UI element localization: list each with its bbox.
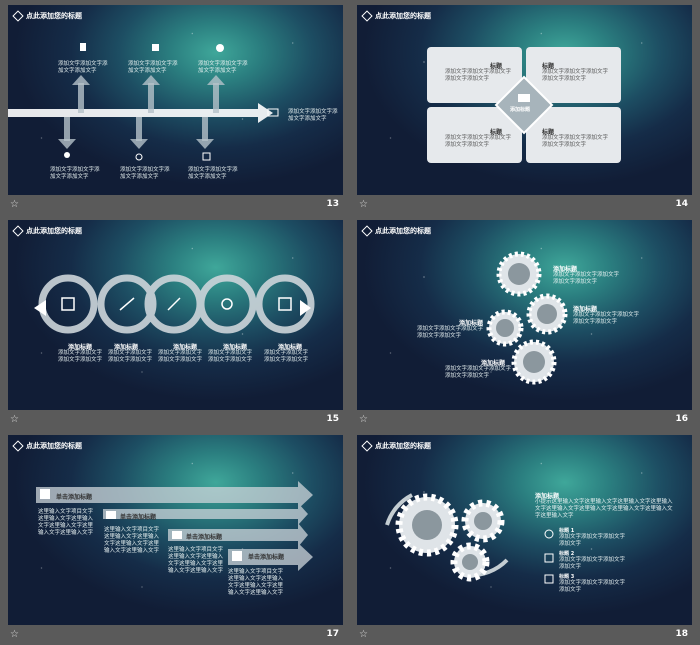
step-text: 添加文字添加文字添加文字添加文字 <box>208 350 253 363</box>
step-text: 添加文字添加文字添加文字添加文字 <box>58 350 103 363</box>
page-number: 16 <box>675 414 688 424</box>
bar-label: 单击添加标题 <box>56 494 93 501</box>
slide-14-thumbnail[interactable]: 点此添加您的标题 标题 添加文字添加文字添加文字添加文字添加文字 标题 添加文字… <box>357 5 692 215</box>
page-number: 15 <box>326 414 339 424</box>
step-text: 添加文字添加文字添加文字添加文字 <box>108 350 153 363</box>
gear-text: 添加文字添加文字添加文字添加文字添加文字 <box>553 272 620 285</box>
bar-label: 单击添加标题 <box>186 534 223 541</box>
slide-16-thumbnail[interactable]: 点此添加您的标题 添加标题 添加文字添加文字添加文字添加文字添加文字 添加标题 … <box>357 220 692 430</box>
slide-footer: ☆ 18 <box>357 627 692 645</box>
box-title: 标题 <box>490 129 503 136</box>
slide-header: 点此添加您的标题 <box>12 440 82 452</box>
item-text: 添加文字添加文字添加文字添加文字 <box>559 557 626 570</box>
star-icon[interactable]: ☆ <box>10 414 19 425</box>
text-block: 添加文字添加文字添加文字添加文字 <box>58 61 108 74</box>
slide-canvas: 点此添加您的标题 添加标题 添加文字添加文字添加文字添加文字 添加标题 添加文字… <box>8 220 343 410</box>
text-block: 添加文字添加文字添加文字添加文字 <box>188 167 238 180</box>
text-block: 添加文字添加文字添加文字添加文字 <box>288 109 338 122</box>
bar-label: 单击添加标题 <box>248 554 285 561</box>
gear-cluster <box>486 251 568 385</box>
gear-title: 添加标题 <box>573 306 598 313</box>
item-text: 添加文字添加文字添加文字添加文字 <box>559 534 626 547</box>
star-icon[interactable]: ☆ <box>359 199 368 210</box>
step-title: 添加标题 <box>278 344 303 351</box>
slide-canvas: 点此添加您的标题 添加标题 小提示这里输入文字这里输入文字这里输入文字这里输入文… <box>357 435 692 625</box>
slide-footer: ☆ 15 <box>8 412 343 430</box>
page-number: 17 <box>326 629 339 639</box>
text-block: 添加文字添加文字添加文字添加文字 <box>50 167 100 180</box>
item-title: 标题 2 <box>559 551 575 557</box>
slide-header: 点此添加您的标题 <box>361 440 431 452</box>
gear-text: 添加文字添加文字添加文字添加文字添加文字 <box>445 366 512 379</box>
slide-canvas: 点此添加您的标题 添加标题 添加文字添加文字添加文字添加文字添加文字 添加标题 … <box>357 220 692 410</box>
slide-18-thumbnail[interactable]: 点此添加您的标题 添加标题 小提示这里输入文字这里输入文字这里输入文字这里输入文… <box>357 435 692 645</box>
page-number: 14 <box>675 199 688 209</box>
gear-text: 添加文字添加文字添加文字添加文字添加文字 <box>573 312 640 325</box>
box-text: 添加文字添加文字添加文字添加文字添加文字 <box>542 69 609 82</box>
slide-canvas: 点此添加您的标题 单击添加标题 单击添加标题 单击添加标题 单击添加标题 这里输… <box>8 435 343 625</box>
gear-title: 添加标题 <box>459 320 484 327</box>
box-text: 添加文字添加文字添加文字添加文字添加文字 <box>445 69 512 82</box>
star-icon[interactable]: ☆ <box>10 199 19 210</box>
gear-title: 添加标题 <box>553 266 578 273</box>
slide-header: 点此添加您的标题 <box>361 225 431 237</box>
step-title: 添加标题 <box>68 344 93 351</box>
star-icon[interactable]: ☆ <box>359 629 368 640</box>
step-text: 这里输入文字项目文字这里输入文字这里输入文字这里输入文字这里输入文字这里输入文字 <box>38 509 94 536</box>
step-text: 这里输入文字项目文字这里输入文字这里输入文字这里输入文字这里输入文字这里输入文字 <box>104 527 160 554</box>
slide-footer: ☆ 17 <box>8 627 343 645</box>
center-label: 添加标题 <box>510 107 531 113</box>
step-title: 添加标题 <box>173 344 198 351</box>
slide-title: 点此添加您的标题 <box>375 227 431 235</box>
text-block: 添加文字添加文字添加文字添加文字 <box>198 61 248 74</box>
text-block: 添加文字添加文字添加文字添加文字 <box>128 61 178 74</box>
step-text: 这里输入文字项目文字这里输入文字这里输入文字这里输入文字这里输入文字这里输入文字 <box>228 569 284 596</box>
main-title: 添加标题 <box>535 493 560 500</box>
slide-17-thumbnail[interactable]: 点此添加您的标题 单击添加标题 单击添加标题 单击添加标题 单击添加标题 这里输… <box>8 435 343 645</box>
step-title: 添加标题 <box>114 344 139 351</box>
slide-footer: ☆ 16 <box>357 412 692 430</box>
item-title: 标题 1 <box>559 528 575 534</box>
box-text: 添加文字添加文字添加文字添加文字添加文字 <box>542 135 609 148</box>
step-text: 这里输入文字项目文字这里输入文字这里输入文字这里输入文字这里输入文字这里输入文字 <box>168 547 224 574</box>
text-block: 添加文字添加文字添加文字添加文字 <box>120 167 170 180</box>
slide-13-thumbnail[interactable]: 点此添加您的标题 添加文字添加文字添加文字添加文字 添加文字添加文字添加文字添加… <box>8 5 343 215</box>
box-text: 添加文字添加文字添加文字添加文字添加文字 <box>445 135 512 148</box>
slide-title: 点此添加您的标题 <box>375 12 431 20</box>
circular-arrow-process <box>34 274 315 334</box>
main-paragraph: 小提示这里输入文字这里输入文字这里输入文字这里输入文字这里输入文字这里输入文字这… <box>535 499 673 519</box>
item-title: 标题 3 <box>559 574 575 580</box>
star-icon[interactable]: ☆ <box>10 629 19 640</box>
page-number: 18 <box>675 629 688 639</box>
slide-title: 点此添加您的标题 <box>26 442 82 450</box>
slide-footer: ☆ 14 <box>357 197 692 215</box>
gear-diagram <box>385 493 554 584</box>
step-text: 添加文字添加文字添加文字添加文字 <box>158 350 203 363</box>
gear-text: 添加文字添加文字添加文字添加文字添加文字 <box>417 326 484 339</box>
quad-box-diagram <box>427 47 621 163</box>
slide-canvas: 点此添加您的标题 添加文字添加文字添加文字添加文字 添加文字添加文字添加文字添加… <box>8 5 343 195</box>
box-title: 标题 <box>542 129 555 136</box>
slide-footer: ☆ 13 <box>8 197 343 215</box>
page-number: 13 <box>326 199 339 209</box>
slide-canvas: 点此添加您的标题 标题 添加文字添加文字添加文字添加文字添加文字 标题 添加文字… <box>357 5 692 195</box>
gear-title: 添加标题 <box>481 360 506 367</box>
step-text: 添加文字添加文字添加文字添加文字 <box>264 350 309 363</box>
star-icon[interactable]: ☆ <box>359 414 368 425</box>
slide-title: 点此添加您的标题 <box>26 227 82 235</box>
slide-header: 点此添加您的标题 <box>12 225 82 237</box>
slide-title: 点此添加您的标题 <box>375 442 431 450</box>
stair-arrow-diagram <box>36 481 313 571</box>
bar-label: 单击添加标题 <box>120 514 157 521</box>
box-title: 标题 <box>542 63 555 70</box>
timeline-diagram <box>8 43 279 161</box>
slide-15-thumbnail[interactable]: 点此添加您的标题 添加标题 添加文字添加文字添加文字添加文字 添加标题 添加文字… <box>8 220 343 430</box>
item-text: 添加文字添加文字添加文字添加文字 <box>559 580 626 593</box>
step-title: 添加标题 <box>223 344 248 351</box>
slide-title: 点此添加您的标题 <box>26 12 82 20</box>
slide-header: 点此添加您的标题 <box>12 10 82 22</box>
box-title: 标题 <box>490 63 503 70</box>
slide-header: 点此添加您的标题 <box>361 10 431 22</box>
